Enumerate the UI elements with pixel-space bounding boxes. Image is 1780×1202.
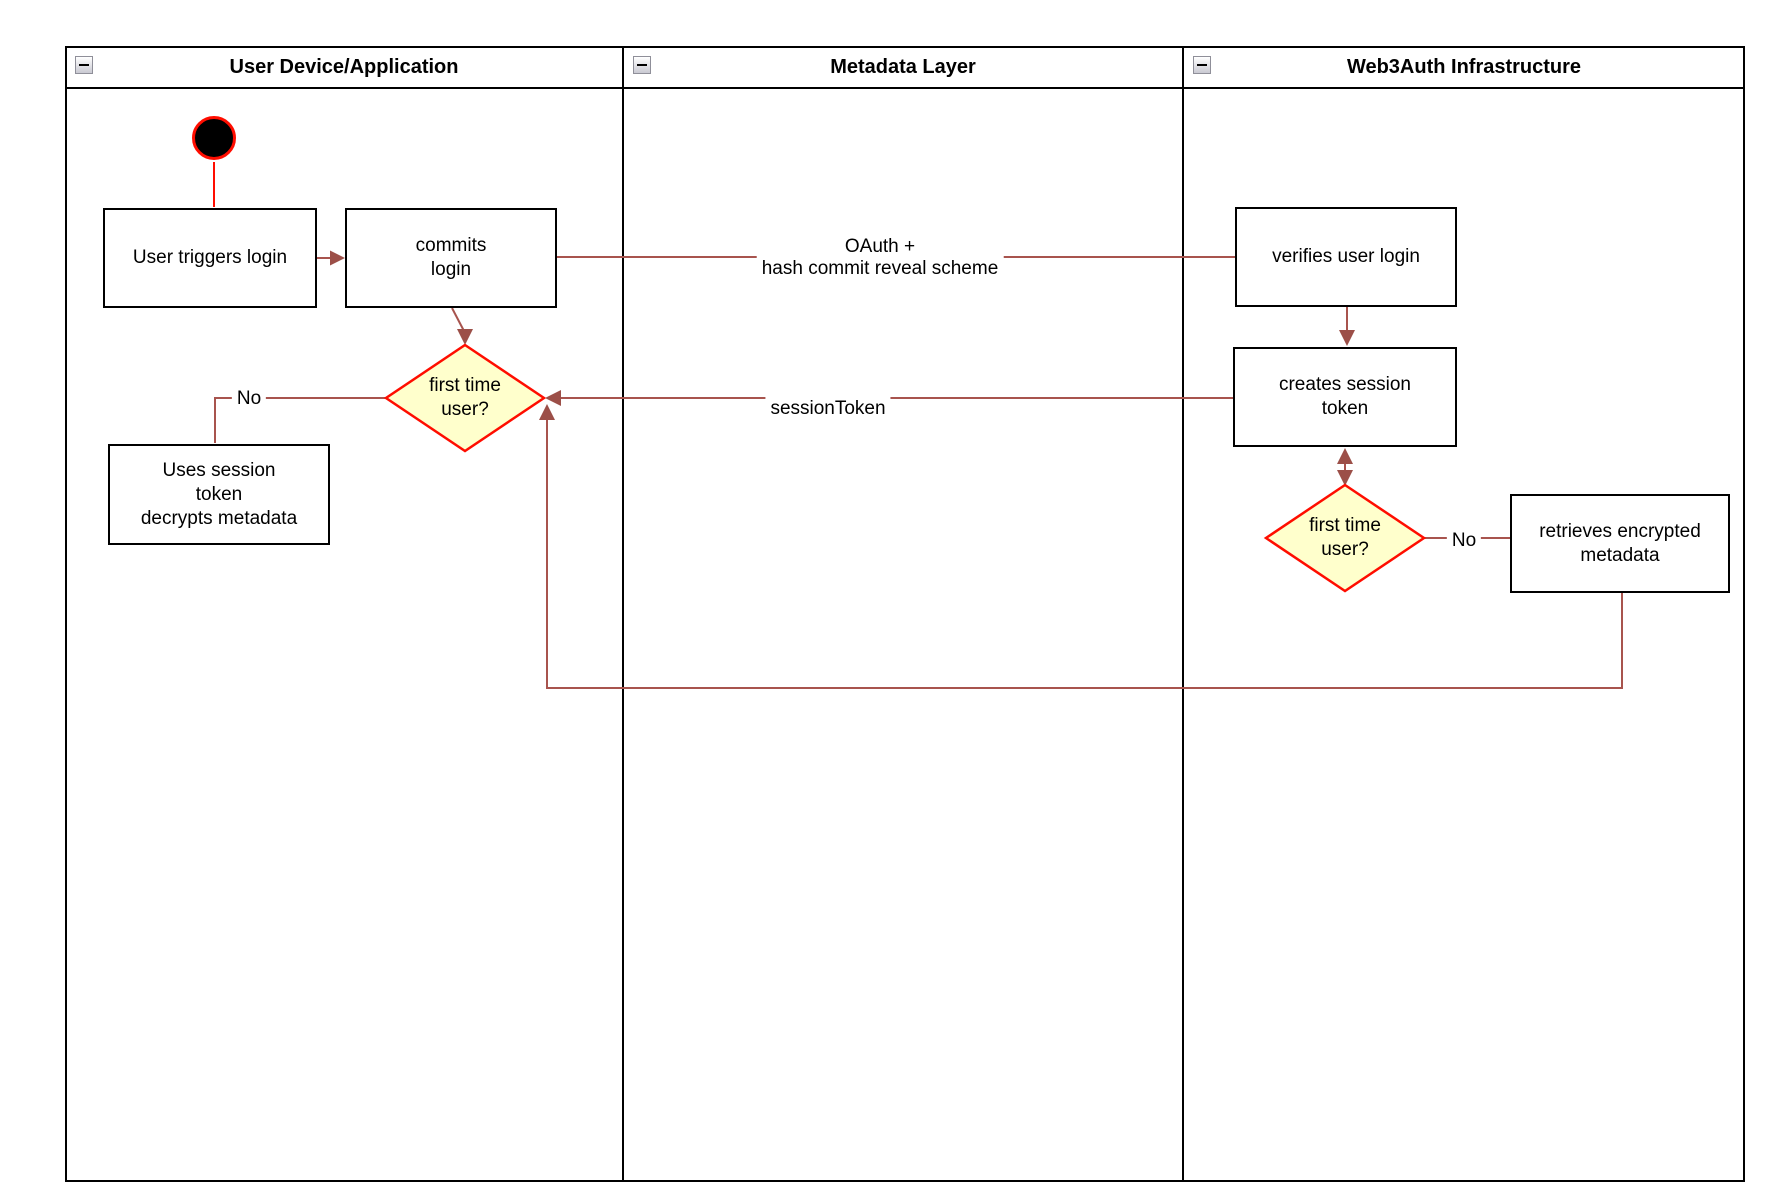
collapse-lane-icon[interactable] [633,56,651,74]
node-label: creates session token [1278,374,1411,419]
edge-label-no-device: No [231,387,267,411]
decision-diamond-shape [383,343,547,453]
minus-icon [79,64,89,66]
start-node [192,116,236,160]
edge-label-no-infra: No [1446,529,1482,553]
lane-header-user-device: User Device/Application [65,48,623,87]
node-uses-session-token: Uses session token decrypts metadata [108,444,330,545]
lane-header-underline [65,87,1745,89]
node-first-time-user-device: first time user? [383,343,547,453]
edge-label-session-token: sessionToken [765,397,891,421]
lane-title-metadata-layer: Metadata Layer [830,56,976,78]
node-label: Uses session token decrypts metadata [140,459,298,529]
node-user-triggers-login: User triggers login [103,208,317,308]
minus-icon [637,64,647,66]
node-first-time-user-infra: first time user? [1263,483,1427,593]
node-label: User triggers login [132,247,288,268]
node-creates-session-token: creates session token [1233,347,1457,447]
lane-header-metadata-layer: Metadata Layer [623,48,1183,87]
lane-divider-2 [1182,46,1184,1182]
node-retrieves-encrypted-metadata: retrieves encrypted metadata [1510,494,1730,593]
node-label: first time user? [429,375,501,420]
swimlane-pool-border [65,46,1745,1182]
node-label: first time user? [1309,515,1381,560]
minus-icon [1197,64,1207,66]
edge-label-oauth: OAuth + hash commit reveal scheme [756,235,1004,281]
lane-title-web3auth: Web3Auth Infrastructure [1346,56,1582,78]
lane-title-user-device: User Device/Application [229,56,459,78]
collapse-lane-icon[interactable] [1193,56,1211,74]
node-commits-login: commits login [345,208,557,308]
lane-divider-1 [622,46,624,1182]
node-verifies-user-login: verifies user login [1235,207,1457,307]
node-label: retrieves encrypted metadata [1539,520,1701,566]
lane-header-web3auth: Web3Auth Infrastructure [1183,48,1745,87]
node-label: verifies user login [1272,246,1420,267]
node-label: commits login [415,235,487,280]
collapse-lane-icon[interactable] [75,56,93,74]
